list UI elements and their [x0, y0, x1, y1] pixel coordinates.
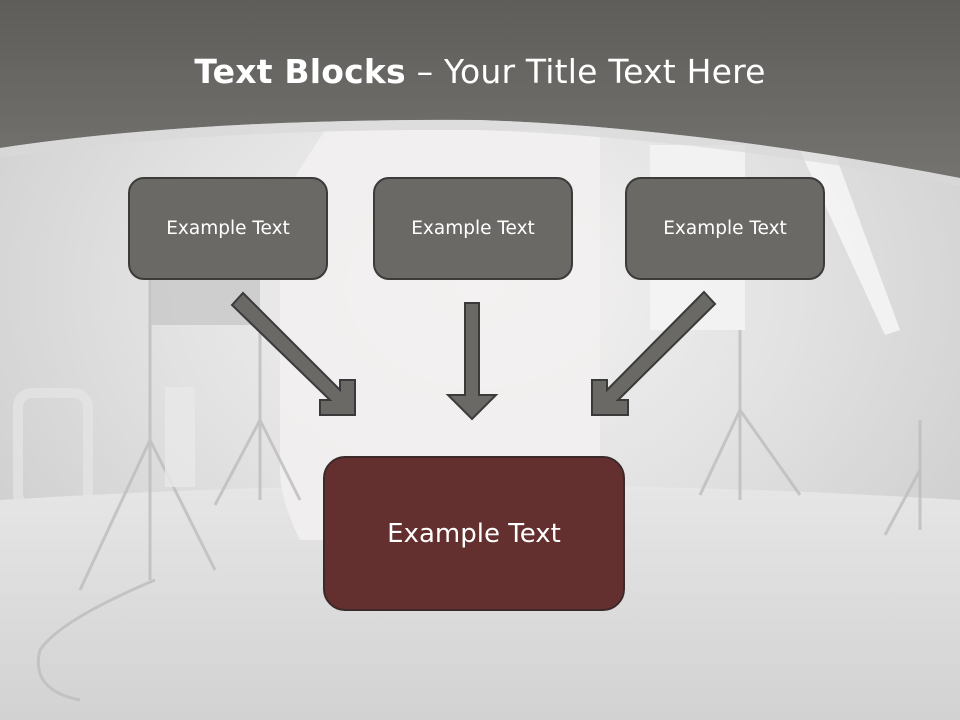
text-block-left-label: Example Text	[166, 218, 290, 239]
text-block-main-label: Example Text	[387, 518, 561, 549]
arrow-down-icon	[445, 302, 499, 421]
slide-title: Text Blocks – Your Title Text Here	[0, 52, 960, 91]
header-band-highlight	[0, 119, 960, 186]
title-dash: –	[405, 52, 444, 91]
text-block-right-label: Example Text	[663, 218, 787, 239]
text-block-right[interactable]: Example Text	[625, 177, 825, 280]
text-block-center-label: Example Text	[411, 218, 535, 239]
text-block-left[interactable]: Example Text	[128, 177, 328, 280]
text-block-main[interactable]: Example Text	[323, 456, 625, 611]
arrow-down-right-icon	[230, 291, 356, 416]
title-bold: Text Blocks	[194, 52, 406, 91]
arrow-down-left-icon	[591, 290, 717, 416]
title-rest: Your Title Text Here	[443, 52, 766, 91]
light-stands	[36, 280, 922, 702]
header-band	[0, 0, 960, 178]
text-block-center[interactable]: Example Text	[373, 177, 573, 280]
